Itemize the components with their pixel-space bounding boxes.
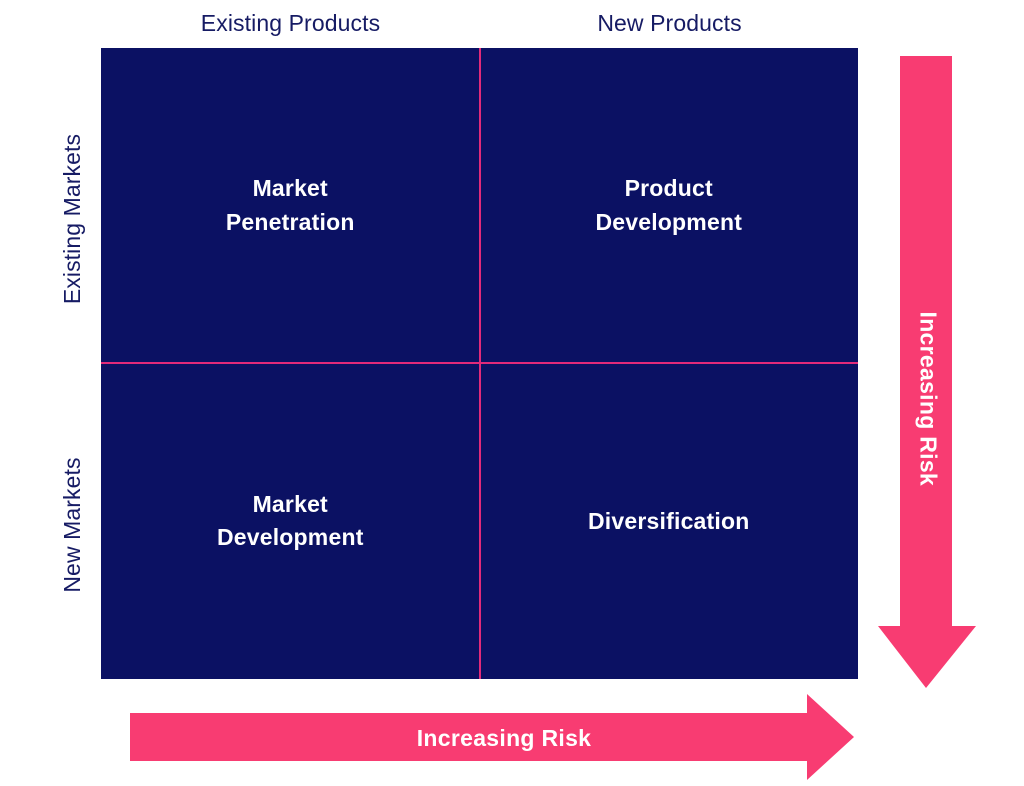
row-header-new-markets: New Markets <box>59 457 85 593</box>
row-header-existing-markets: Existing Markets <box>59 133 85 305</box>
quadrant-diversification[interactable]: Diversification <box>480 364 859 680</box>
arrow-down-icon <box>878 56 976 688</box>
matrix-grid: Market Penetration Product Development M… <box>101 48 858 679</box>
quadrant-label-market-development: Market Development <box>216 490 364 551</box>
quadrant-label-market-penetration: Market Penetration <box>225 175 355 235</box>
column-header-existing-products: Existing Products <box>200 10 381 36</box>
arrow-label-increasing-risk-vertical: Increasing Risk <box>915 311 942 487</box>
quadrant-market-development[interactable]: Market Development <box>101 364 480 680</box>
quadrant-label-product-development: Product Development <box>595 175 743 235</box>
arrow-right-icon <box>130 694 854 780</box>
arrow-label-increasing-risk-horizontal: Increasing Risk <box>416 725 592 751</box>
column-header-new-products: New Products <box>597 10 742 36</box>
quadrant-product-development[interactable]: Product Development <box>480 48 859 364</box>
quadrant-label-diversification: Diversification <box>588 507 750 534</box>
quadrant-market-penetration[interactable]: Market Penetration <box>101 48 480 364</box>
